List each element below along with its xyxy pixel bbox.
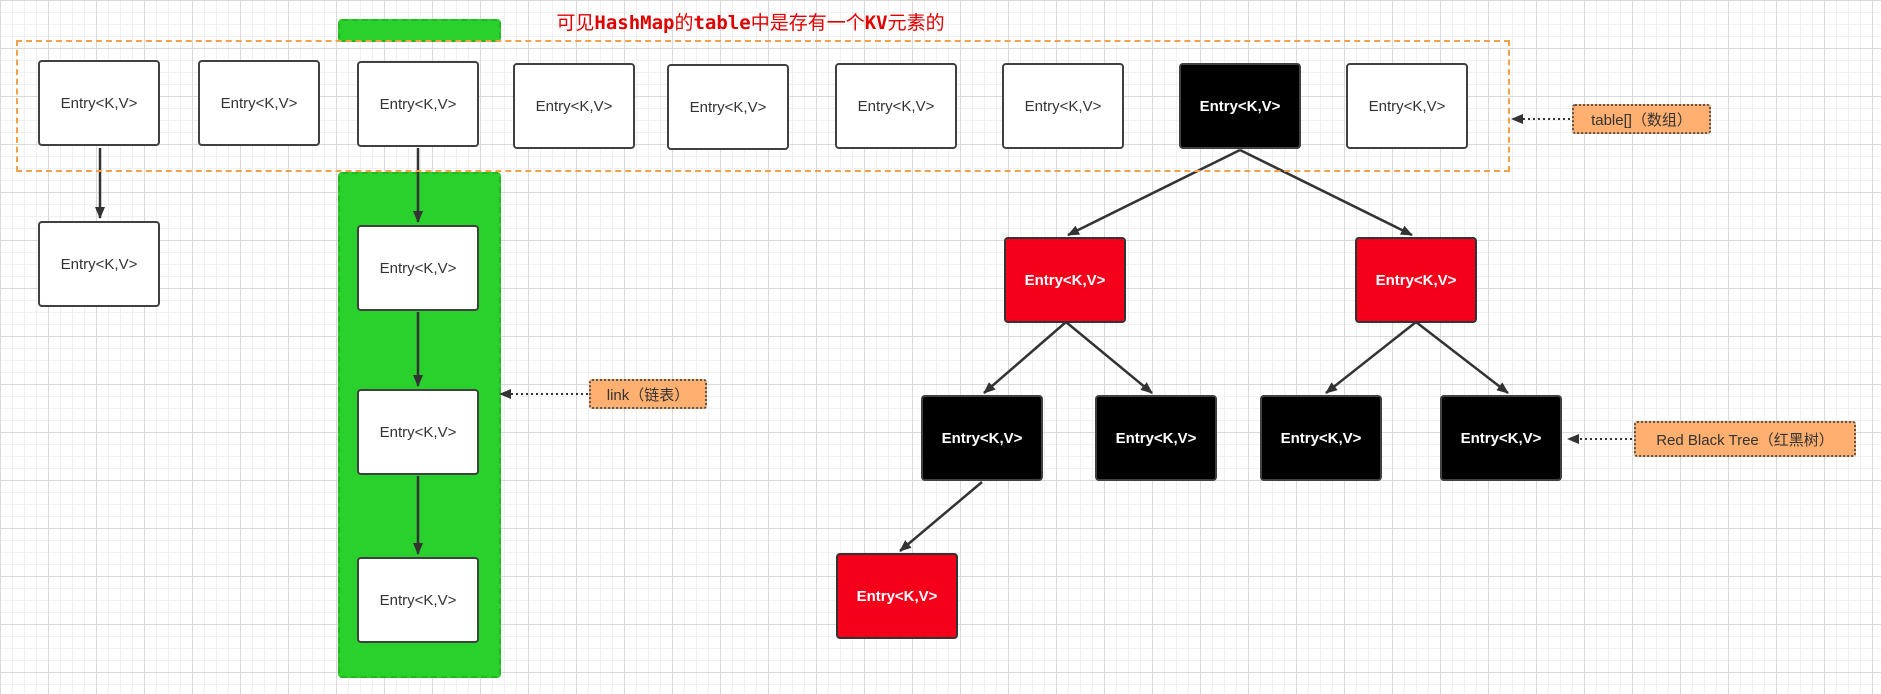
tree-root-node: Entry<K,V>: [1179, 63, 1301, 149]
edge-root-left: [1067, 148, 1241, 237]
table-bucket-1: Entry<K,V>: [38, 60, 160, 146]
table-bucket-4: Entry<K,V>: [513, 63, 635, 149]
title-part-3: 的: [674, 12, 694, 34]
table-bucket-6: Entry<K,V>: [835, 63, 957, 149]
table-bucket-9: Entry<K,V>: [1346, 63, 1468, 149]
note-table-array: table[]（数组）: [1572, 104, 1711, 134]
note-red-black-tree: Red Black Tree（红黑树）: [1634, 421, 1856, 457]
edge-l1-lr: [1065, 321, 1153, 394]
tree-node-r1: Entry<K,V>: [1355, 237, 1477, 323]
tree-node-lll: Entry<K,V>: [836, 553, 958, 639]
edge-r1-rl: [1325, 321, 1417, 394]
link-node-2: Entry<K,V>: [357, 389, 479, 475]
title-hashmap: HashMap: [594, 12, 675, 34]
page-title: 可见HashMap的table中是存有一个KV元素的: [0, 8, 1691, 35]
title-table: table: [693, 12, 751, 34]
title-kv: KV: [864, 12, 888, 34]
edge-r1-rr: [1415, 321, 1509, 394]
tree-node-rl: Entry<K,V>: [1260, 395, 1382, 481]
edge-root-right: [1239, 148, 1413, 237]
title-part-1: 可见: [556, 12, 595, 34]
table-bucket-5: Entry<K,V>: [667, 64, 789, 150]
tree-node-ll: Entry<K,V>: [921, 395, 1043, 481]
tree-node-lr: Entry<K,V>: [1095, 395, 1217, 481]
title-part-5: 中是存有一个: [750, 12, 865, 34]
table-array-frame: [16, 40, 1510, 172]
link-node-1: Entry<K,V>: [357, 225, 479, 311]
chain-node: Entry<K,V>: [38, 221, 160, 307]
note-link-list: link（链表）: [589, 379, 707, 409]
table-bucket-7: Entry<K,V>: [1002, 63, 1124, 149]
link-node-3: Entry<K,V>: [357, 557, 479, 643]
table-bucket-2: Entry<K,V>: [198, 60, 320, 146]
tree-node-l1: Entry<K,V>: [1004, 237, 1126, 323]
title-part-7: 元素的: [887, 12, 945, 34]
edge-ll-leaf: [899, 481, 983, 552]
table-bucket-3: Entry<K,V>: [357, 61, 479, 147]
edge-l1-ll: [983, 321, 1067, 394]
tree-node-rr: Entry<K,V>: [1440, 395, 1562, 481]
